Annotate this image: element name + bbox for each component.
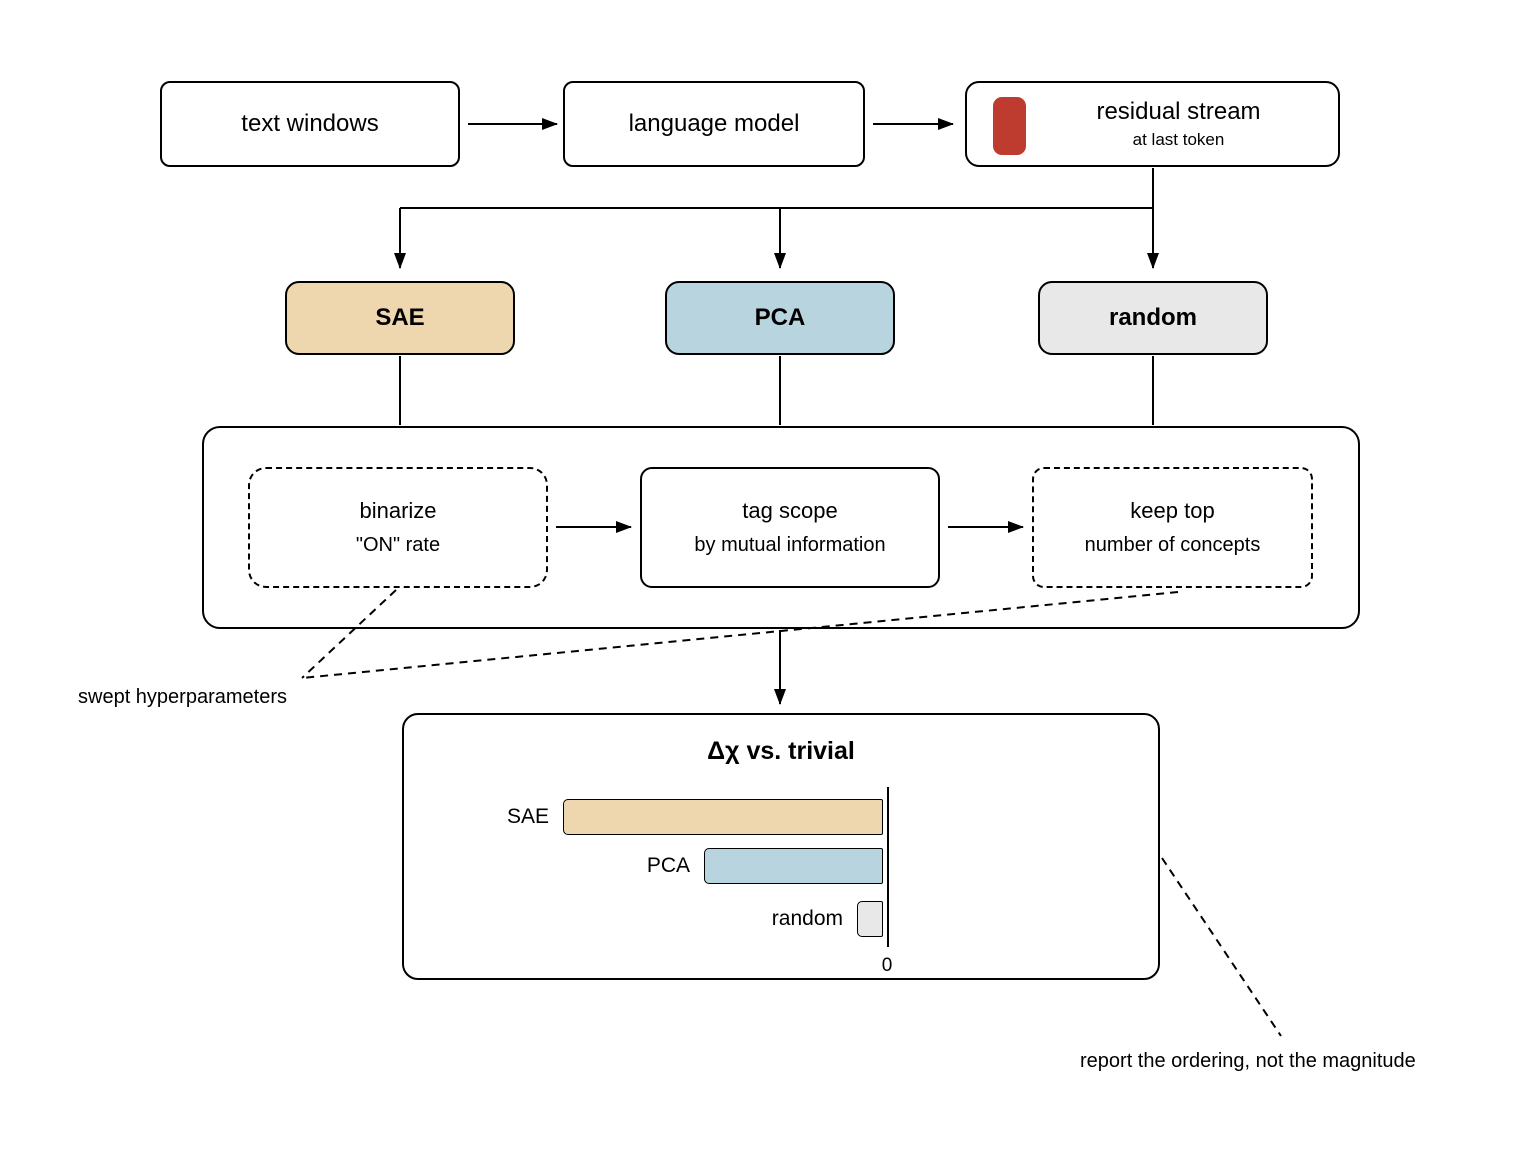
chart-zero-tick-label: 0 (881, 955, 893, 976)
stage-binarize-title: binarize (359, 498, 437, 523)
residual-stream-subtitle: at last token (1132, 130, 1225, 149)
node-method-random: random (1038, 281, 1268, 355)
node-method-pca: PCA (665, 281, 895, 355)
chart-bar-label-sae: SAE (506, 805, 549, 828)
chart-title: Δχ vs. trivial (707, 737, 855, 765)
node-text-windows-label: text windows (241, 110, 379, 137)
annotation-report-ordering: report the ordering, not the magnitude (1080, 1050, 1416, 1072)
leader-chart-to-report (1161, 857, 1282, 1037)
residual-stream-text: residual stream at last token (1044, 98, 1260, 150)
chart-bar-label-random: random (771, 907, 843, 930)
chart-bar-label-pca: PCA (646, 854, 690, 877)
stage-keep-top: keep top number of concepts (1032, 467, 1313, 588)
result-chart-panel: Δχ vs. trivial SAE PCA random 0 (402, 713, 1160, 980)
annotation-swept-hyperparameters: swept hyperparameters (78, 686, 287, 708)
node-method-pca-label: PCA (754, 304, 806, 331)
chart-bar-sae (563, 799, 883, 835)
stage-tag-scope-title: tag scope (742, 498, 838, 523)
node-language-model: language model (563, 81, 865, 167)
node-text-windows: text windows (160, 81, 460, 167)
chart-row-pca: PCA (404, 848, 1158, 884)
stage-tag-scope-subtitle: by mutual information (694, 534, 886, 556)
branch-line (400, 168, 1154, 209)
chart-zero-axis (887, 787, 889, 947)
chart-bar-pca (704, 848, 883, 884)
node-method-sae: SAE (285, 281, 515, 355)
stage-keep-top-title: keep top (1130, 498, 1215, 523)
residual-vector-icon (993, 97, 1026, 155)
residual-stream-title: residual stream (1096, 98, 1261, 125)
chart-bar-random (857, 901, 883, 937)
node-method-random-label: random (1108, 304, 1197, 331)
stage-binarize-subtitle: "ON" rate (355, 534, 441, 556)
node-language-model-label: language model (628, 110, 800, 137)
chart-row-sae: SAE (404, 799, 1158, 835)
stage-keep-top-subtitle: number of concepts (1084, 534, 1261, 556)
node-residual-stream: residual stream at last token (965, 81, 1340, 167)
node-method-sae-label: SAE (375, 304, 425, 331)
stage-tag-scope: tag scope by mutual information (640, 467, 940, 588)
stage-binarize: binarize "ON" rate (248, 467, 548, 588)
chart-row-random: random (404, 901, 1158, 937)
